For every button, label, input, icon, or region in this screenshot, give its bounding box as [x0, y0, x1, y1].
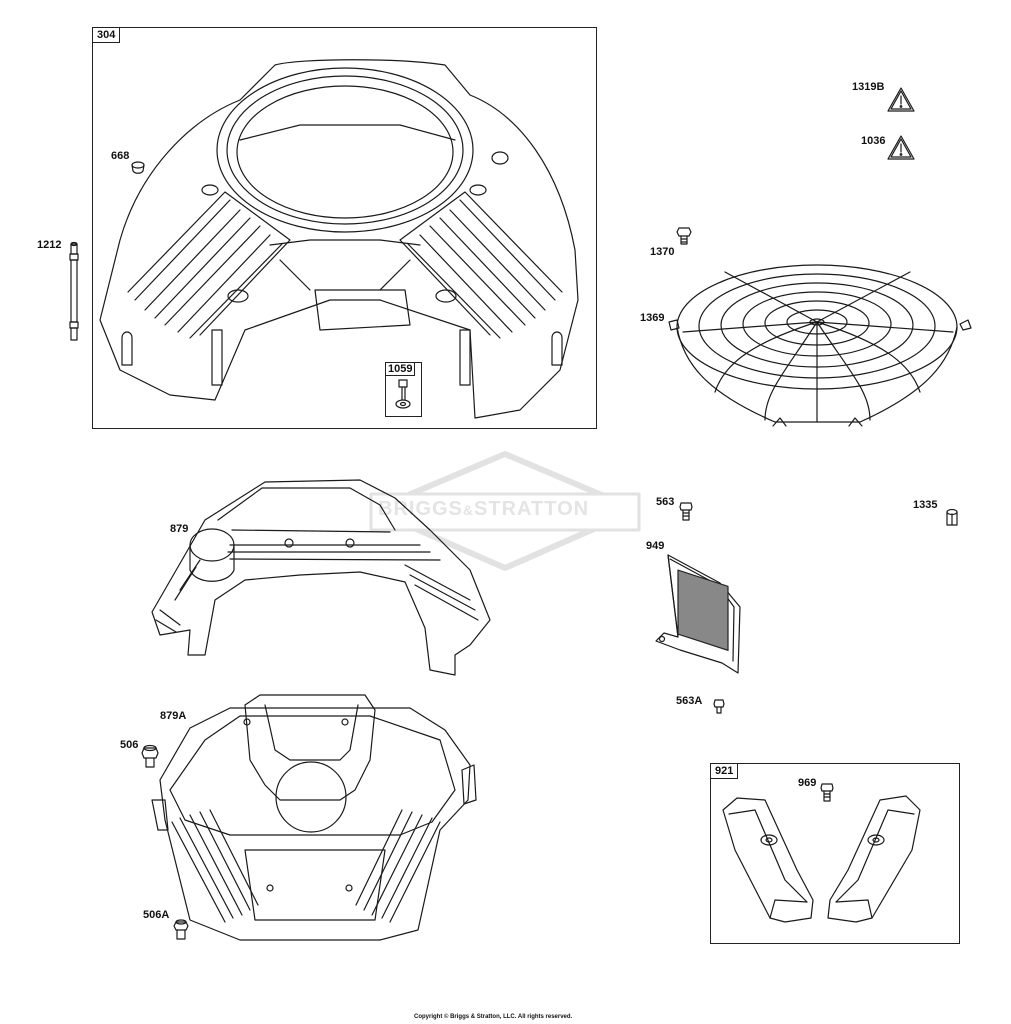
callout-1369: 1369: [640, 312, 665, 324]
group-box-921: [710, 763, 960, 944]
callout-563A: 563A: [676, 695, 703, 707]
screw-563A-icon[interactable]: [712, 698, 728, 716]
callout-879A: 879A: [160, 710, 187, 722]
screw-1370-icon[interactable]: [675, 226, 695, 248]
copyright-notice: Copyright © Briggs & Stratton, LLC. All …: [414, 1014, 573, 1020]
callout-1036: 1036: [861, 135, 886, 147]
callout-1319B: 1319B: [852, 81, 885, 93]
warning-label-1319B-icon[interactable]: [887, 86, 917, 114]
callout-668: 668: [111, 150, 130, 162]
watermark-brand-amp: &: [462, 502, 475, 518]
warning-label-1036-icon[interactable]: [887, 134, 917, 162]
callout-1370: 1370: [650, 246, 675, 258]
cover-921-right-drawing[interactable]: [820, 790, 930, 930]
stud-1212-icon[interactable]: [64, 240, 84, 345]
watermark-text: BRIGGS&STRATTON: [378, 498, 589, 521]
watermark-brand-right: STRATTON: [474, 498, 590, 520]
group-box-304: [92, 27, 597, 429]
screw-1059-icon[interactable]: [390, 378, 418, 413]
callout-506: 506: [120, 739, 139, 751]
group-label-921: 921: [710, 763, 739, 779]
rotating-screen-1369-drawing[interactable]: [665, 232, 985, 452]
callout-879: 879: [170, 523, 189, 535]
callout-969: 969: [798, 777, 817, 789]
screw-969-icon[interactable]: [820, 781, 836, 805]
screw-506-icon[interactable]: [140, 743, 162, 771]
group-label-1059: 1059: [385, 362, 416, 376]
callout-1335: 1335: [913, 499, 938, 511]
callout-506A: 506A: [143, 909, 170, 921]
cover-921-left-drawing[interactable]: [715, 790, 825, 930]
callout-1212: 1212: [37, 239, 62, 251]
nut-1335-icon[interactable]: [943, 507, 961, 531]
callout-949: 949: [646, 540, 665, 552]
screw-563-icon[interactable]: [679, 500, 695, 524]
watermark-brand-left: BRIGGS: [378, 498, 463, 520]
plate-949-drawing[interactable]: [650, 545, 750, 680]
screw-506A-icon[interactable]: [172, 917, 192, 943]
group-label-304: 304: [92, 27, 121, 43]
briggs-stratton-watermark-logo: [369, 451, 641, 571]
callout-563: 563: [656, 496, 675, 508]
plug-668-icon[interactable]: [130, 160, 150, 176]
